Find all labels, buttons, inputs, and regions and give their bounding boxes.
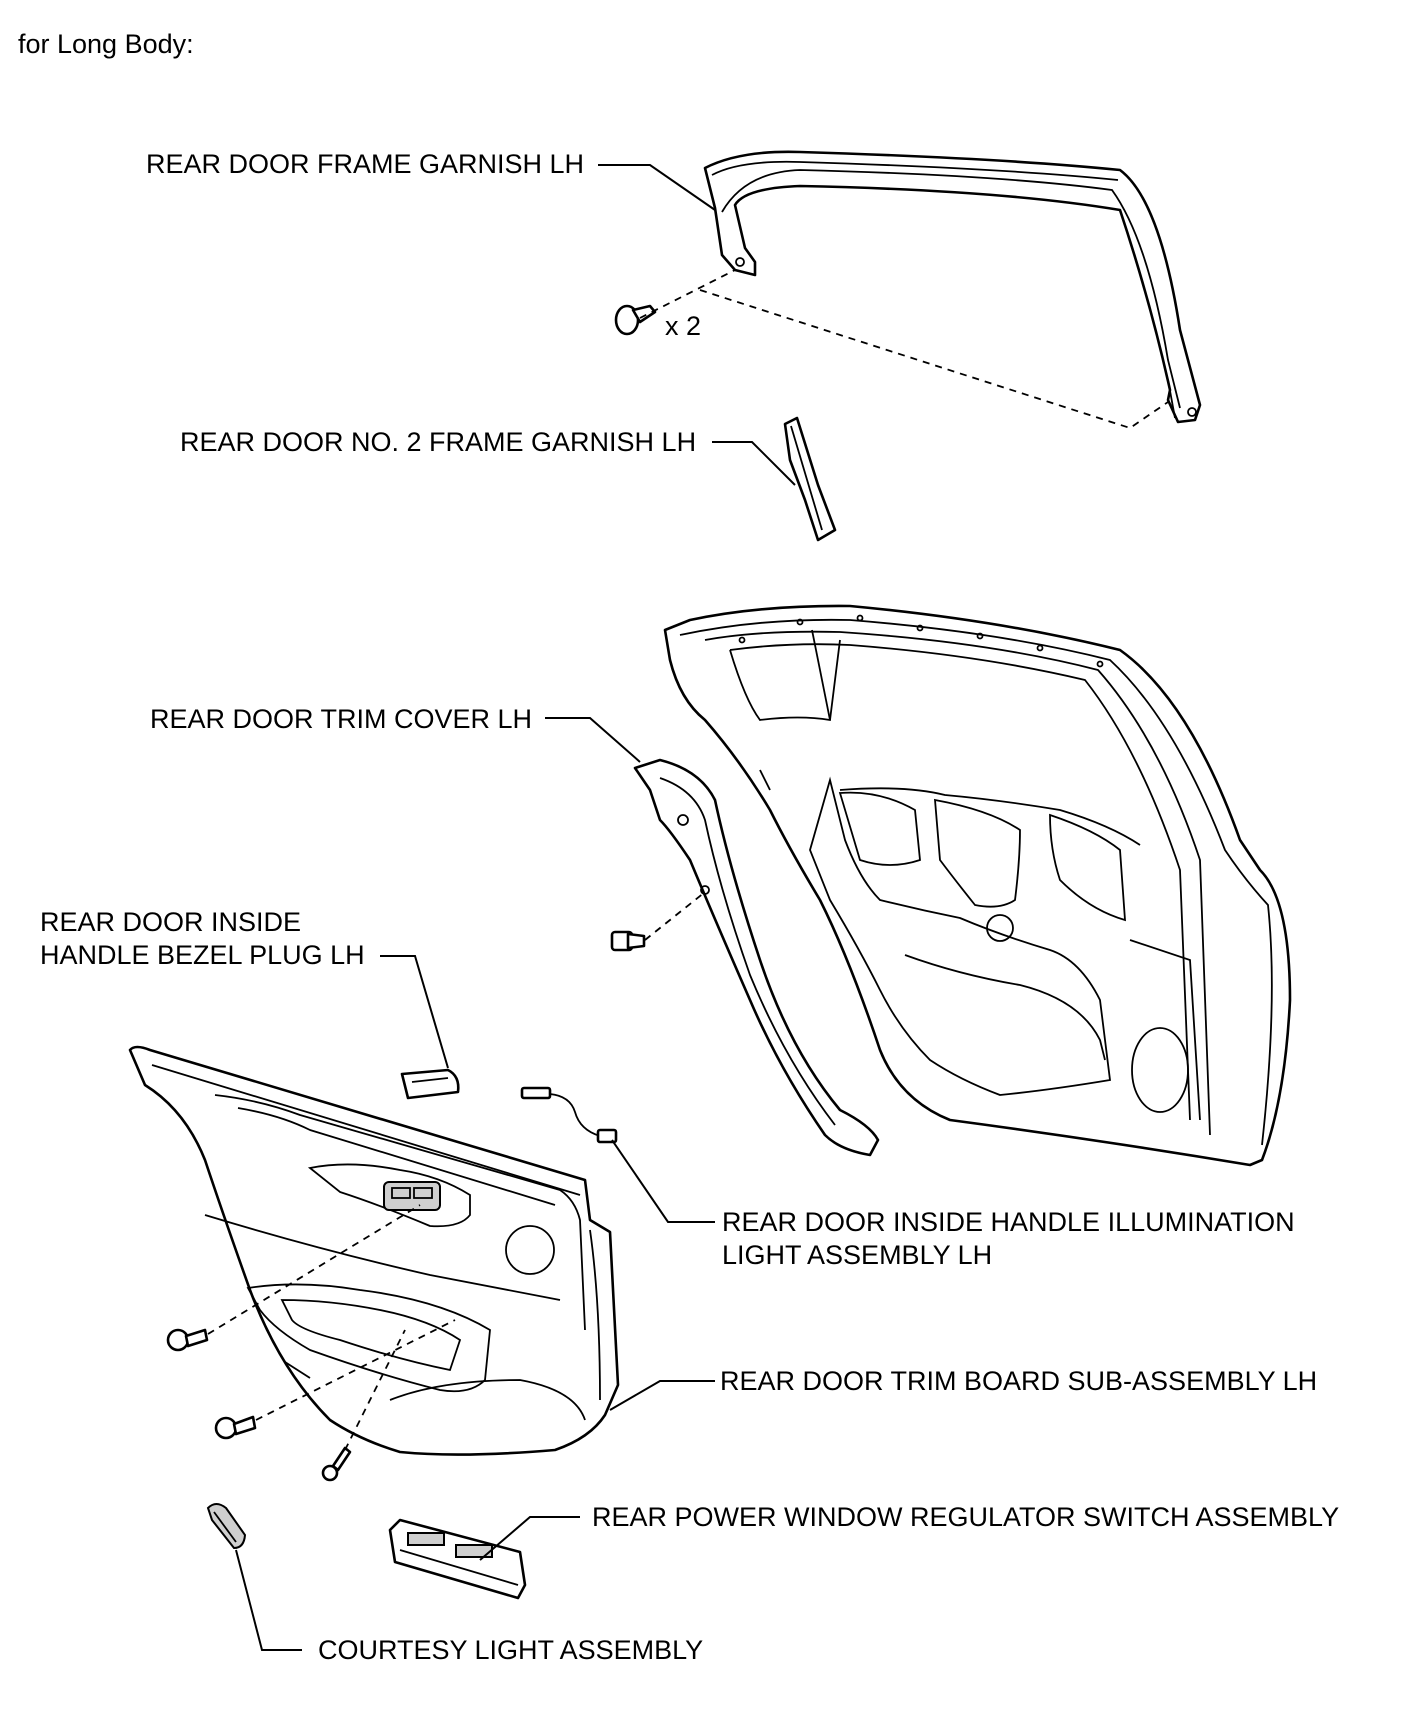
illumination-light-drawing bbox=[520, 1086, 618, 1144]
frame-garnish-drawing bbox=[703, 150, 1202, 424]
page-heading: for Long Body: bbox=[18, 29, 194, 59]
bezel-plug-leader bbox=[380, 955, 449, 1069]
label-window-switch: REAR POWER WINDOW REGULATOR SWITCH ASSEM… bbox=[592, 1502, 1340, 1532]
label-illumination-light: REAR DOOR INSIDE HANDLE ILLUMINATION LIG… bbox=[722, 1207, 1295, 1270]
label-courtesy-light: COURTESY LIGHT ASSEMBLY bbox=[318, 1635, 704, 1665]
trim-board-clip-drawing bbox=[321, 1446, 352, 1482]
trim-board-screw-2-drawing bbox=[214, 1415, 257, 1440]
frame-garnish-leader bbox=[598, 164, 716, 211]
no2-frame-garnish-leader bbox=[712, 441, 796, 486]
trim-cover-leader bbox=[545, 717, 641, 763]
label-no2-frame-garnish: REAR DOOR NO. 2 FRAME GARNISH LH bbox=[180, 427, 697, 457]
clip-drawing bbox=[614, 304, 657, 336]
clip-install-path bbox=[639, 269, 1169, 429]
trim-board-screw-1-drawing bbox=[166, 1328, 209, 1352]
trim-board-drawing bbox=[128, 1045, 620, 1456]
no2-frame-garnish-drawing bbox=[783, 416, 837, 542]
courtesy-light-drawing bbox=[206, 1503, 247, 1550]
illumination-light-leader bbox=[611, 1139, 715, 1223]
trim-board-leader bbox=[609, 1380, 715, 1411]
label-trim-board: REAR DOOR TRIM BOARD SUB-ASSEMBLY LH bbox=[720, 1366, 1318, 1396]
door-panel-drawing bbox=[663, 604, 1292, 1167]
courtesy-light-leader bbox=[235, 1549, 302, 1651]
label-frame-garnish: REAR DOOR FRAME GARNISH LH bbox=[146, 149, 585, 179]
quantity-note: x 2 bbox=[665, 311, 702, 341]
label-trim-cover: REAR DOOR TRIM COVER LH bbox=[150, 704, 533, 734]
window-switch-leader bbox=[479, 1516, 580, 1561]
trim-cover-drawing bbox=[633, 758, 880, 1157]
trim-board-fastener-paths bbox=[207, 1204, 456, 1451]
bezel-plug-drawing bbox=[400, 1068, 460, 1100]
label-bezel-plug: REAR DOOR INSIDE HANDLE BEZEL PLUG LH bbox=[40, 907, 365, 970]
trim-cover-screw-path bbox=[644, 891, 706, 941]
trim-cover-screw-drawing bbox=[610, 930, 646, 952]
window-switch-drawing bbox=[388, 1518, 527, 1600]
